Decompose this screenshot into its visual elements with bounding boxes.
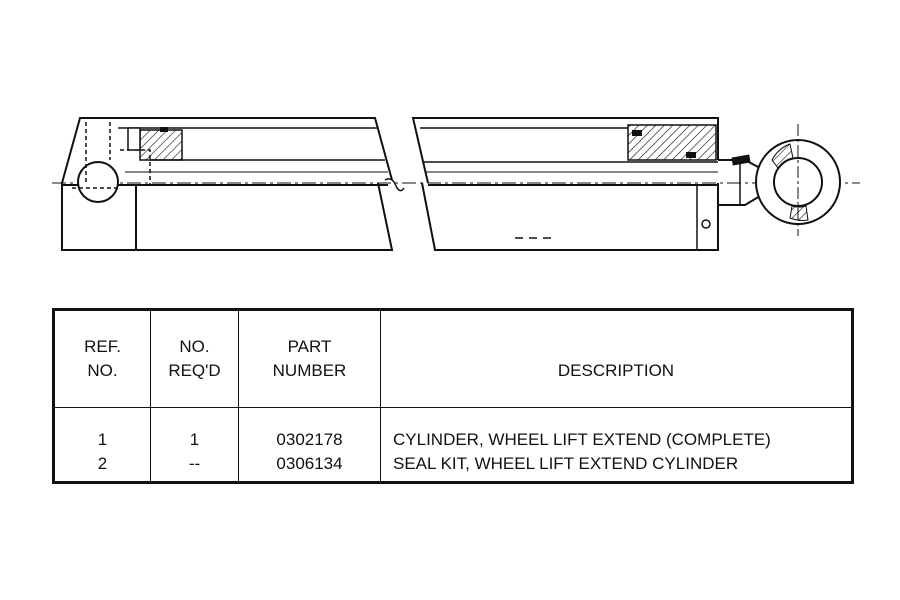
header-part-number: PART NUMBER <box>238 309 381 408</box>
piston-seal-black <box>160 127 168 132</box>
header-no-reqd: NO. REQ'D <box>150 309 239 408</box>
gland-hatch <box>627 124 717 161</box>
description-cell: CYLINDER, WHEEL LIFT EXTEND (COMPLETE) S… <box>380 407 853 483</box>
parts-table: REF. NO. NO. REQ'D PART NUMBER DESCRIPTI… <box>52 308 854 484</box>
part-number-cell: 0302178 0306134 <box>238 407 381 483</box>
rod-eye-hatch-2 <box>789 205 809 221</box>
break-mark-left <box>384 178 405 192</box>
ref-no-cell: 1 2 <box>54 408 151 483</box>
gland-seal-black-2 <box>686 152 696 158</box>
qty-cell: 1 -- <box>150 407 239 483</box>
cylinder-rod-end <box>411 117 719 251</box>
header-ref-no: REF. NO. <box>53 309 151 408</box>
base-pin <box>77 161 119 203</box>
tube-hole <box>701 219 711 229</box>
header-description: DESCRIPTION <box>380 309 853 408</box>
table-header-row: REF. NO. NO. REQ'D PART NUMBER DESCRIPTI… <box>53 309 853 408</box>
table-row: 2 <box>97 454 108 473</box>
piston-seal-hatch <box>139 129 183 161</box>
gland-seal-black <box>632 130 642 136</box>
table-body-row: 1 2 1 -- 0302178 0306134 CYLINDER, WHEEL… <box>54 407 853 483</box>
cylinder-diagram <box>52 117 860 251</box>
rod-seal-black <box>731 154 751 166</box>
rod-eye-hatch <box>771 143 794 169</box>
table-row: 1 <box>97 430 108 449</box>
piston-nut <box>127 127 141 151</box>
